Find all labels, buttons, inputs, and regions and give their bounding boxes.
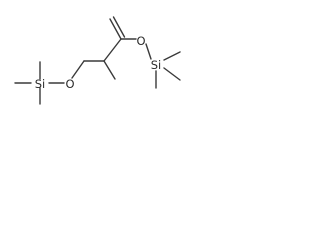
- atom-o-right-label: O: [136, 34, 145, 48]
- bond-alkene-double-inner: [112, 16, 126, 38]
- bond-ch-to-alkene-carbon: [103, 38, 122, 62]
- bond-ch-to-methyl: [103, 60, 116, 80]
- bond-o-right-to-si-right: [145, 43, 152, 60]
- bond-o-left-to-ch2: [71, 60, 85, 79]
- bond-si-right-methyl-right: [163, 67, 181, 81]
- atom-si-right-label: Si: [151, 58, 162, 72]
- bond-si-right-methyl-top: [163, 51, 181, 61]
- molecule-structure-diagram: Si O O Si: [14, 16, 181, 105]
- atom-si-left-label: Si: [35, 77, 46, 91]
- atom-o-left-label: O: [65, 77, 74, 91]
- bond-alkene-double-outer: [109, 18, 122, 40]
